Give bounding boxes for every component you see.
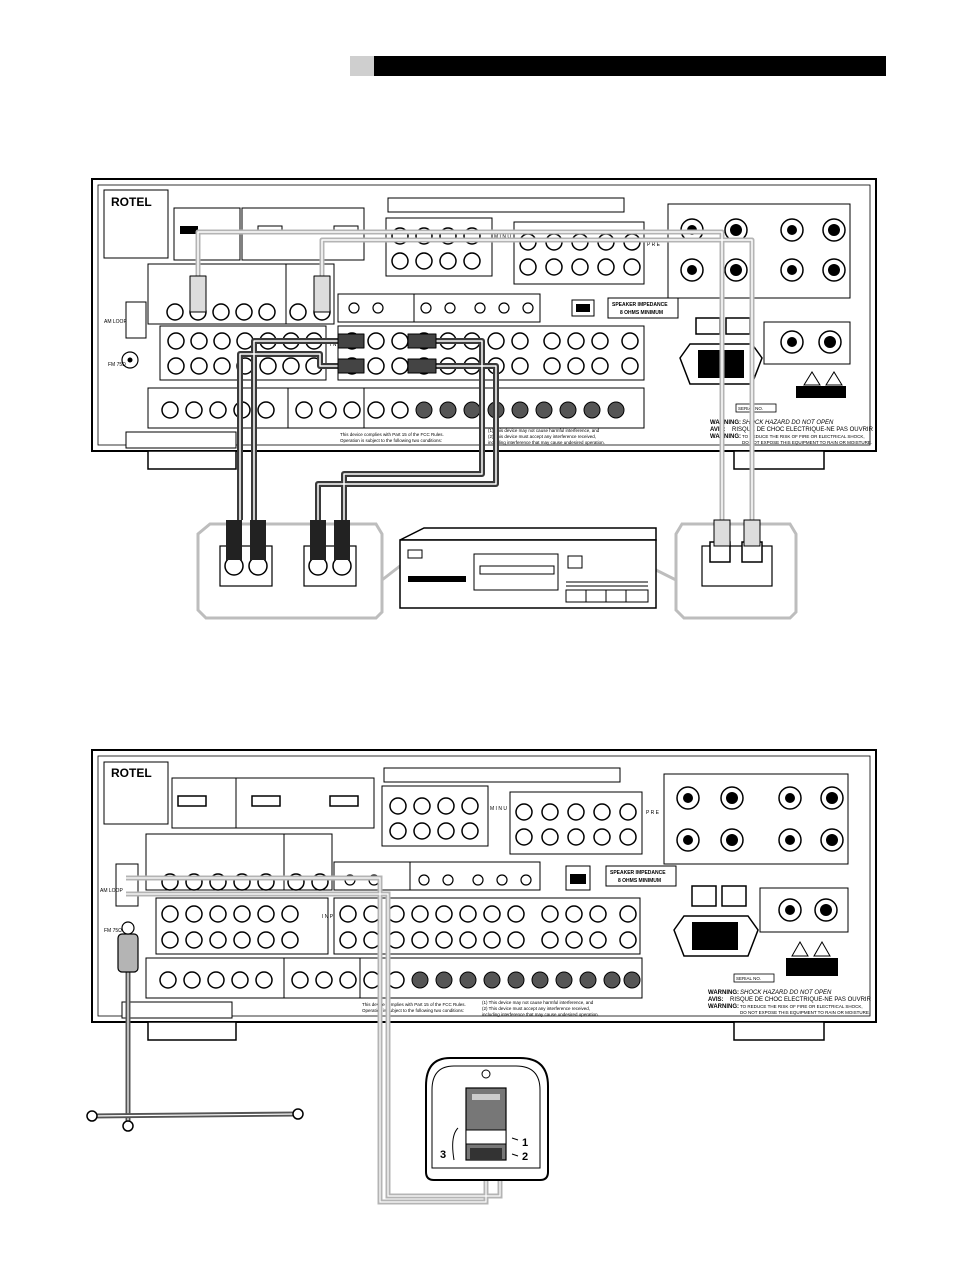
brand-logo: ROTEL xyxy=(111,195,152,209)
avis-text-top: RISQUE DE CHOC ELECTRIQUE-NE PAS OUVRIR xyxy=(732,427,874,433)
fcc-line1-top: This device complies with Part 15 of the… xyxy=(340,432,444,437)
pre-out-label-bottom: P R E xyxy=(646,810,660,816)
am-loop-cable xyxy=(126,875,503,1205)
speaker-impedance-top: SPEAKER IMPEDANCE xyxy=(612,302,668,308)
receiver-bottom: ROTEL M I N U P R E AM LOOP FM 75Ω xyxy=(91,749,877,1041)
callout-1: 1 xyxy=(522,1137,528,1149)
fcc-cond1-top: (1) This device may not cause harmful in… xyxy=(488,428,600,433)
serial-label-bottom: SERIAL NO. xyxy=(736,976,761,981)
fcc-line2-top: Operation is subject to the following tw… xyxy=(340,438,442,443)
fcc-cond2-top: (2) This device must accept any interfer… xyxy=(488,434,596,439)
fcc-cond3-bottom: including interference that may cause un… xyxy=(482,1012,599,1017)
pre-out-label-top: P R E xyxy=(647,242,661,248)
warning2-text-top: TO REDUCE THE RISK OF FIRE OR ELECTRICAL… xyxy=(742,434,865,439)
brand-logo-bottom: ROTEL xyxy=(111,766,152,780)
fm-label-top: FM 75Ω xyxy=(108,362,126,368)
avis-text-bottom: RISQUE DE CHOC ELECTRIQUE-NE PAS OUVRIR xyxy=(730,997,872,1003)
speaker-minimum-top: 8 OHMS MINIMUM xyxy=(620,310,663,316)
fm-label-bottom: FM 75Ω xyxy=(104,928,122,934)
avis-label-top: AVIS: xyxy=(710,427,726,433)
warning2-label-bottom: WARNING: xyxy=(708,1004,739,1010)
am-loop-antenna: 3 1 2 xyxy=(425,1057,549,1181)
header-bar-light xyxy=(350,56,374,76)
fcc-line2-bottom: Operation is subject to the following tw… xyxy=(362,1008,464,1013)
warning1-text-top: SHOCK HAZARD DO NOT OPEN xyxy=(742,420,834,426)
fcc-cond1-bottom: (1) This device may not cause harmful in… xyxy=(482,1000,594,1005)
cables-top xyxy=(189,229,755,520)
speaker-minimum-bottom: 8 OHMS MINIMUM xyxy=(618,878,661,884)
fcc-cond2-bottom: (2) This device must accept any interfer… xyxy=(482,1006,590,1011)
callout-2: 2 xyxy=(522,1151,528,1163)
fcc-cond3-top: including interference that may cause un… xyxy=(488,440,605,445)
callout-analog-jacks xyxy=(196,520,401,620)
avis-label-bottom: AVIS: xyxy=(708,997,724,1003)
warning2-text2-bottom: DO NOT EXPOSE THIS EQUIPMENT TO RAIN OR … xyxy=(740,1010,870,1015)
warning2-text2-top: DO NOT EXPOSE THIS EQUIPMENT TO RAIN OR … xyxy=(742,440,872,445)
warning1-label-top: WARNING: xyxy=(710,420,741,426)
source-device xyxy=(399,527,657,609)
warning2-text-bottom: TO REDUCE THE RISK OF FIRE OR ELECTRICAL… xyxy=(740,1004,863,1009)
speaker-impedance-bottom: SPEAKER IMPEDANCE xyxy=(610,870,666,876)
warning1-label-bottom: WARNING: xyxy=(708,990,739,996)
receiver-top: ROTEL AM LOOP FM 75Ω I N P U T xyxy=(91,178,877,470)
header-bar xyxy=(374,56,886,76)
callout-digital-jacks xyxy=(647,519,798,620)
fm-antenna xyxy=(86,921,304,1132)
fcc-line1-bottom: This device complies with Part 15 of the… xyxy=(362,1002,466,1007)
am-loop-label-top: AM LOOP xyxy=(104,319,127,325)
mono-out-label-top: M I N U xyxy=(494,234,511,240)
input-label-bottom: I N P U T xyxy=(322,914,342,920)
callout-3: 3 xyxy=(440,1149,446,1161)
warning2-label-top: WARNING: xyxy=(710,434,741,440)
mono-out-label-bottom: M I N U xyxy=(490,806,507,812)
am-loop-label-bottom: AM LOOP xyxy=(100,888,123,894)
warning1-text-bottom: SHOCK HAZARD DO NOT OPEN xyxy=(740,990,832,996)
